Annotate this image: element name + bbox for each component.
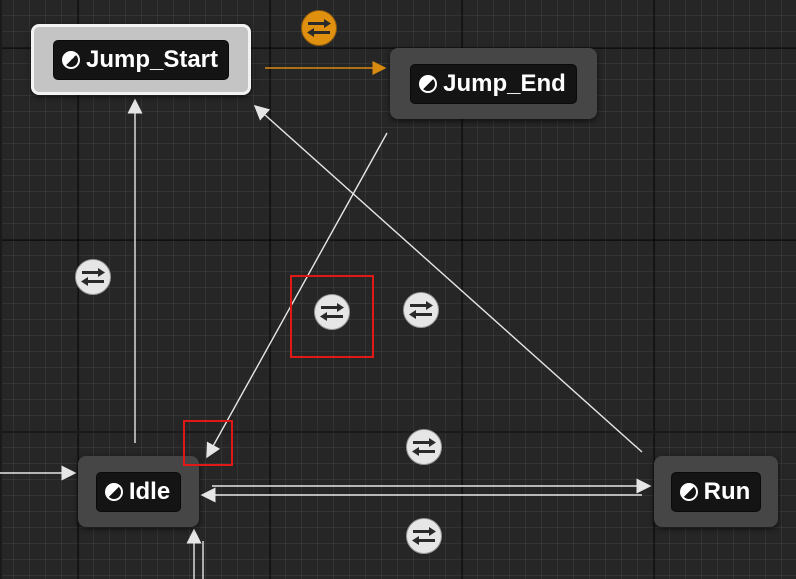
state-node-jump-start[interactable]: Jump_Start: [31, 24, 251, 95]
transition-wire-jumpend-to-idle[interactable]: [206, 132, 388, 459]
state-icon: [419, 74, 438, 93]
transition-rule-icon-jumpstart-to-jumpend[interactable]: [301, 10, 337, 46]
state-label: Run: [703, 477, 751, 505]
state-label: Jump_Start: [85, 45, 219, 73]
highlight-box-transition-rule: [290, 275, 374, 358]
transition-rule-icon-run-to-idle[interactable]: [406, 518, 442, 554]
state-title-bar: Jump_Start: [52, 39, 230, 80]
state-icon: [679, 482, 698, 501]
transition-wire-run-to-jumpstart[interactable]: [253, 105, 643, 453]
highlight-box-arrowhead: [183, 420, 233, 466]
state-node-run[interactable]: Run: [654, 456, 778, 527]
state-node-idle[interactable]: Idle: [78, 456, 199, 527]
state-title-bar: Run: [670, 471, 762, 512]
state-icon: [104, 482, 123, 501]
transition-rule-icon-idle-to-run[interactable]: [406, 429, 442, 465]
state-label: Jump_End: [443, 69, 566, 97]
state-title-bar: Jump_End: [410, 63, 577, 104]
state-label: Idle: [128, 477, 171, 505]
state-node-jump-end[interactable]: Jump_End: [390, 48, 597, 119]
transition-rule-icon-jumpend-to-idle[interactable]: [314, 294, 350, 330]
state-title-bar: Idle: [95, 471, 182, 512]
state-icon: [61, 50, 80, 69]
transition-rule-icon-idle-to-jumpstart[interactable]: [75, 259, 111, 295]
transition-rule-icon-run-to-jumpstart[interactable]: [403, 292, 439, 328]
